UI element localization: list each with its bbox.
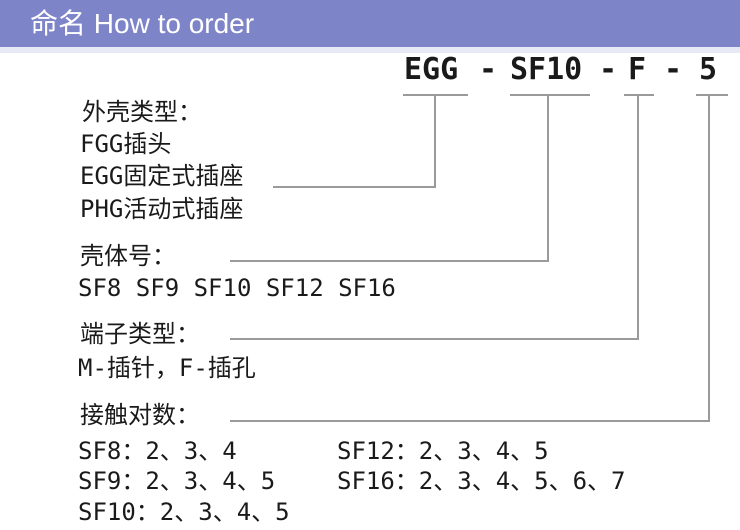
shell-leader-hline (273, 186, 436, 188)
terminal-type-options: M-插针，F-插孔 (78, 354, 256, 382)
section-label-shell-size: 壳体号： (80, 242, 176, 270)
header-bottom-strip (0, 47, 740, 53)
code-dash-1: - (479, 52, 498, 87)
shell-size-options: SF8 SF9 SF10 SF12 SF16 (78, 274, 396, 302)
code-dash-2: - (599, 52, 618, 87)
shell-type-option-fgg: FGG插头 (80, 130, 172, 158)
contact-pairs-sf8: SF8：2、3、4 (78, 437, 237, 465)
section-label-contact-pairs: 接触对数： (80, 401, 200, 429)
contacts-underline (696, 94, 728, 96)
size-leader-hline (230, 260, 549, 262)
size-leader-vline (547, 94, 549, 262)
terminal-underline (624, 94, 654, 96)
header-bar: 命名 How to order (0, 0, 740, 47)
contact-pairs-sf9: SF9：2、3、4、5 (78, 467, 276, 495)
contact-pairs-sf10: SF10：2、3、4、5 (78, 498, 290, 526)
code-segment-shell: EGG (404, 52, 459, 87)
code-dash-3: - (664, 52, 683, 87)
shell-type-option-phg: PHG活动式插座 (80, 195, 244, 223)
section-label-shell-type: 外壳类型： (82, 98, 202, 126)
size-underline (510, 94, 590, 96)
code-segment-terminal: F (628, 52, 647, 87)
contact-pairs-sf16: SF16：2、3、4、5、6、7 (337, 467, 626, 495)
section-label-terminal-type: 端子类型： (80, 320, 200, 348)
shell-type-option-egg: EGG固定式插座 (80, 162, 244, 190)
shell-leader-vline (434, 94, 436, 188)
page-title: 命名 How to order (30, 7, 255, 39)
code-segment-contacts: 5 (699, 52, 718, 87)
terminal-leader-hline (230, 338, 639, 340)
contacts-leader-vline (708, 94, 710, 422)
contacts-leader-hline (230, 420, 710, 422)
terminal-leader-vline (637, 94, 639, 340)
code-segment-size: SF10 (510, 52, 583, 87)
contact-pairs-sf12: SF12：2、3、4、5 (337, 437, 549, 465)
